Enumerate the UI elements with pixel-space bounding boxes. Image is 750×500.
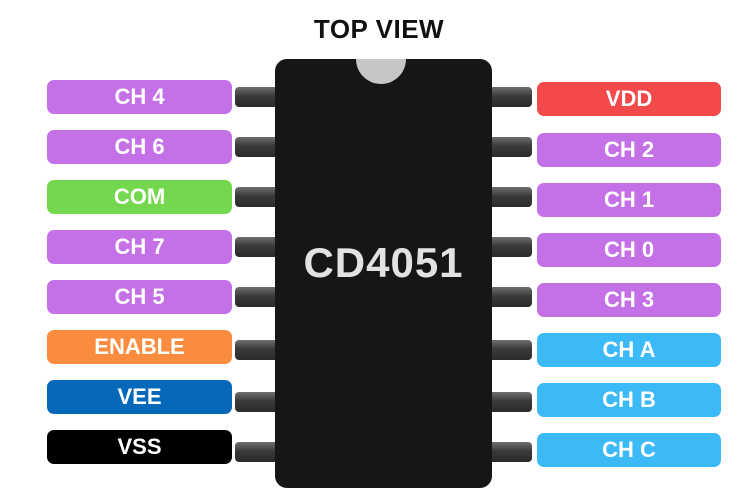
pin-label-right-13: CH 0	[537, 233, 721, 267]
pin-label-right-16: VDD	[537, 82, 721, 116]
pin-label-right-10: CH B	[537, 383, 721, 417]
pin-label-right-11: CH A	[537, 333, 721, 367]
pin-lead-right-16	[492, 87, 532, 107]
pin-lead-left-1	[235, 87, 275, 107]
pin-lead-left-6	[235, 340, 275, 360]
pin-lead-left-2	[235, 137, 275, 157]
pin-lead-right-11	[492, 340, 532, 360]
pin-label-left-1: CH 4	[47, 80, 232, 114]
pin-lead-right-10	[492, 392, 532, 412]
pin-lead-left-4	[235, 237, 275, 257]
pin-label-left-7: VEE	[47, 380, 232, 414]
pin-lead-right-12	[492, 287, 532, 307]
pin-lead-left-3	[235, 187, 275, 207]
pin-lead-right-14	[492, 187, 532, 207]
pin-label-right-9: CH C	[537, 433, 721, 467]
pin-label-right-15: CH 2	[537, 133, 721, 167]
pin-label-left-6: ENABLE	[47, 330, 232, 364]
ic-package	[275, 59, 492, 488]
pin-lead-right-9	[492, 442, 532, 462]
pin-label-right-12: CH 3	[537, 283, 721, 317]
pin-label-left-4: CH 7	[47, 230, 232, 264]
pin-lead-left-5	[235, 287, 275, 307]
pin-label-right-14: CH 1	[537, 183, 721, 217]
pin-lead-right-15	[492, 137, 532, 157]
pin-lead-left-7	[235, 392, 275, 412]
chip-part-number: CD4051	[303, 239, 464, 286]
pin-label-left-5: CH 5	[47, 280, 232, 314]
pin-label-left-8: VSS	[47, 430, 232, 464]
pin-lead-left-8	[235, 442, 275, 462]
pin-label-left-2: CH 6	[47, 130, 232, 164]
diagram-title: TOP VIEW	[313, 14, 445, 44]
pin-label-left-3: COM	[47, 180, 232, 214]
pin-lead-right-13	[492, 237, 532, 257]
